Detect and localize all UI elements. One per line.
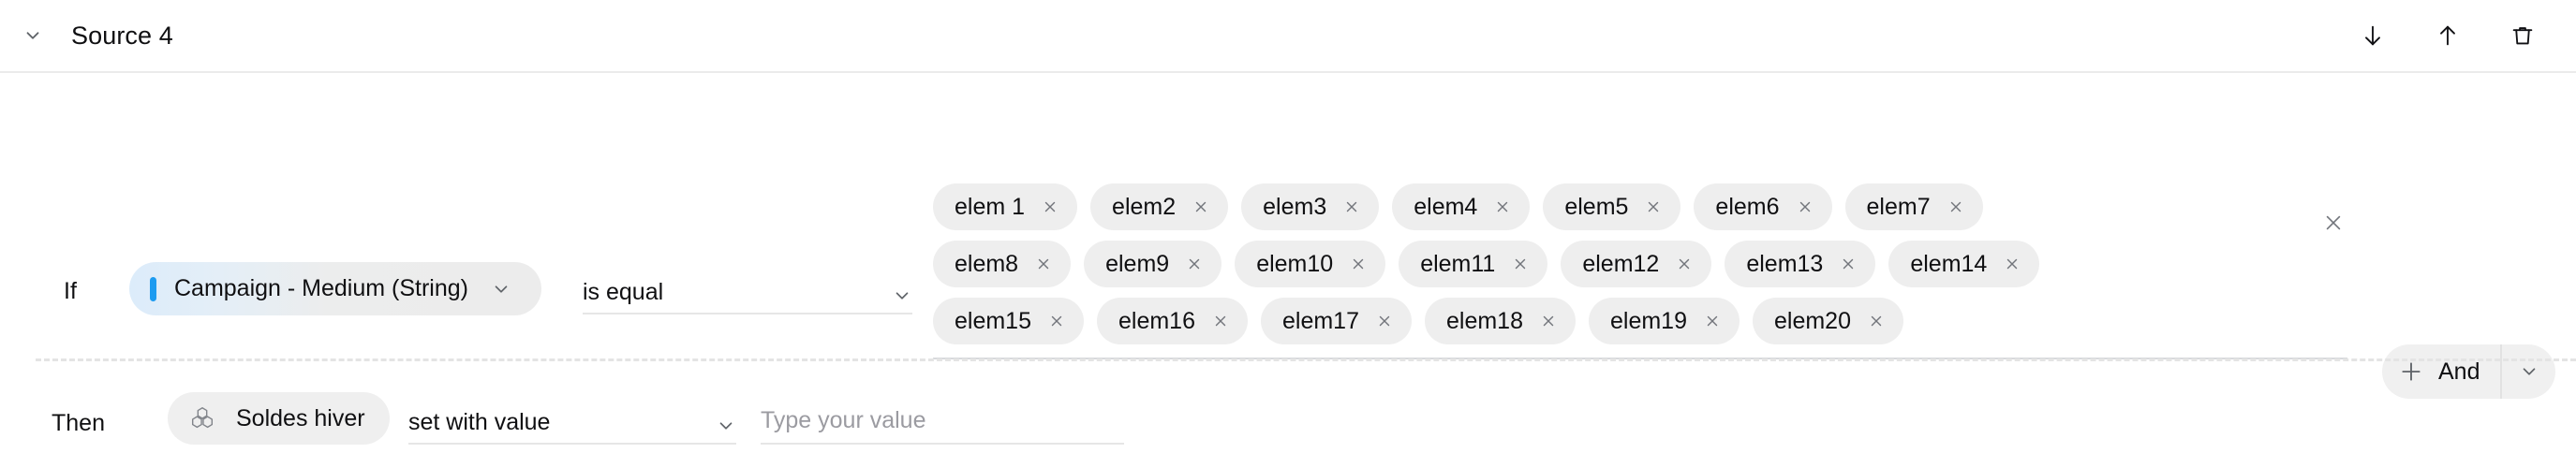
chevron-down-icon[interactable] — [17, 20, 49, 51]
value-chip-label: elem2 — [1112, 193, 1177, 220]
value-chip[interactable]: elem8 — [933, 241, 1072, 287]
then-action-select[interactable]: set with value — [408, 392, 736, 445]
condition-operator-select[interactable]: is equal — [583, 256, 912, 314]
value-chip-label: elem5 — [1564, 193, 1629, 220]
value-chip-label: elem18 — [1446, 307, 1523, 334]
value-chip-label: elem6 — [1715, 193, 1780, 220]
value-chip-label: elem12 — [1582, 250, 1660, 277]
close-icon[interactable] — [1701, 310, 1724, 332]
value-chip-label: elem11 — [1420, 250, 1496, 277]
then-target-select[interactable]: Soldes hiver — [168, 392, 390, 445]
value-chip[interactable]: elem16 — [1097, 298, 1248, 344]
value-chip[interactable]: elem14 — [1888, 241, 2040, 287]
close-icon[interactable] — [1209, 310, 1232, 332]
close-icon[interactable] — [1537, 310, 1560, 332]
field-accent-bar — [150, 276, 156, 301]
value-chip[interactable]: elem 1 — [933, 183, 1078, 230]
value-chip[interactable]: elem18 — [1425, 298, 1576, 344]
chip-list: elem 1 elem2 elem3 elem4 elem5 elem6 elem7 elem… — [933, 183, 2104, 344]
value-chip-label: elem19 — [1610, 307, 1687, 334]
condition-field-value: Campaign - Medium (String) — [174, 275, 468, 301]
value-chip[interactable]: elem19 — [1589, 298, 1740, 344]
chevron-down-icon — [716, 416, 736, 436]
value-chip-label: elem3 — [1263, 193, 1327, 220]
value-chip-label: elem20 — [1774, 307, 1851, 334]
value-chip[interactable]: elem15 — [933, 298, 1084, 344]
close-icon[interactable] — [1045, 310, 1068, 332]
value-chip-label: elem14 — [1910, 250, 1988, 277]
close-icon[interactable] — [1509, 253, 1532, 275]
close-icon[interactable] — [1491, 196, 1514, 218]
then-value-input[interactable] — [761, 407, 1124, 434]
condition-operator-value: is equal — [583, 279, 664, 305]
value-chip-label: elem16 — [1118, 307, 1195, 334]
page-title: Source 4 — [71, 21, 173, 50]
value-chip-label: elem17 — [1282, 307, 1359, 334]
close-icon[interactable] — [1373, 310, 1396, 332]
close-icon[interactable] — [1183, 253, 1206, 275]
delete-button[interactable] — [2503, 16, 2542, 55]
value-chip[interactable]: elem4 — [1392, 183, 1531, 230]
value-chip-label: elem4 — [1414, 193, 1478, 220]
value-chip-label: elem7 — [1866, 193, 1931, 220]
clear-all-values-button[interactable] — [2319, 211, 2347, 239]
chevron-down-icon — [892, 285, 912, 306]
close-icon[interactable] — [1673, 253, 1695, 275]
value-chip[interactable]: elem10 — [1235, 241, 1386, 287]
value-chip[interactable]: elem7 — [1844, 183, 1983, 230]
chevron-down-icon — [491, 279, 511, 300]
trash-icon — [2509, 22, 2536, 49]
value-chip[interactable]: elem12 — [1561, 241, 1712, 287]
then-label: Then — [52, 410, 105, 436]
header-actions — [2353, 16, 2542, 55]
value-chip[interactable]: elem5 — [1543, 183, 1681, 230]
and-button-divider — [2500, 344, 2503, 399]
close-icon[interactable] — [1039, 196, 1061, 218]
value-chip-label: elem9 — [1105, 250, 1170, 277]
arrow-down-icon — [2360, 22, 2386, 49]
plus-icon — [2382, 359, 2433, 384]
condition-values-field[interactable]: elem 1 elem2 elem3 elem4 elem5 elem6 elem7 elem… — [933, 183, 2347, 359]
close-icon[interactable] — [1837, 253, 1859, 275]
value-chip[interactable]: elem2 — [1090, 183, 1229, 230]
then-value-field[interactable] — [761, 392, 1124, 445]
if-label: If — [64, 278, 77, 304]
condition-field-select[interactable]: Campaign - Medium (String) — [129, 262, 541, 315]
value-chip-label: elem 1 — [955, 193, 1026, 220]
close-icon[interactable] — [1794, 196, 1816, 218]
add-condition-label: And — [2438, 358, 2480, 385]
value-chip-label: elem15 — [955, 307, 1031, 334]
section-divider — [36, 358, 2576, 361]
value-chip[interactable]: elem6 — [1694, 183, 1832, 230]
if-section: If Campaign - Medium (String) is equal e… — [0, 73, 2576, 399]
add-condition-button[interactable]: And — [2382, 344, 2556, 399]
move-down-button[interactable] — [2353, 16, 2392, 55]
close-icon[interactable] — [1347, 253, 1369, 275]
value-chip-label: elem8 — [955, 250, 1019, 277]
arrow-up-icon — [2435, 22, 2461, 49]
move-up-button[interactable] — [2428, 16, 2467, 55]
value-chip[interactable]: elem17 — [1261, 298, 1412, 344]
close-icon[interactable] — [1032, 253, 1055, 275]
chevron-down-icon[interactable] — [2502, 361, 2555, 382]
then-target-value: Soldes hiver — [236, 404, 365, 431]
close-icon[interactable] — [2001, 253, 2023, 275]
close-icon[interactable] — [1190, 196, 1212, 218]
close-icon[interactable] — [1642, 196, 1665, 218]
close-icon — [2323, 212, 2344, 238]
value-chip-label: elem13 — [1746, 250, 1824, 277]
close-icon[interactable] — [1865, 310, 1888, 332]
close-icon[interactable] — [1340, 196, 1363, 218]
then-action-value: set with value — [408, 409, 551, 435]
value-chip[interactable]: elem3 — [1241, 183, 1380, 230]
value-chip[interactable]: elem13 — [1725, 241, 1876, 287]
card-header: Source 4 — [0, 0, 2576, 73]
value-chip[interactable]: elem9 — [1084, 241, 1222, 287]
hexagon-cluster-icon — [186, 402, 218, 434]
close-icon[interactable] — [1945, 196, 1967, 218]
value-chip-label: elem10 — [1256, 250, 1334, 277]
value-chip[interactable]: elem20 — [1753, 298, 1903, 344]
value-chip[interactable]: elem11 — [1399, 241, 1548, 287]
